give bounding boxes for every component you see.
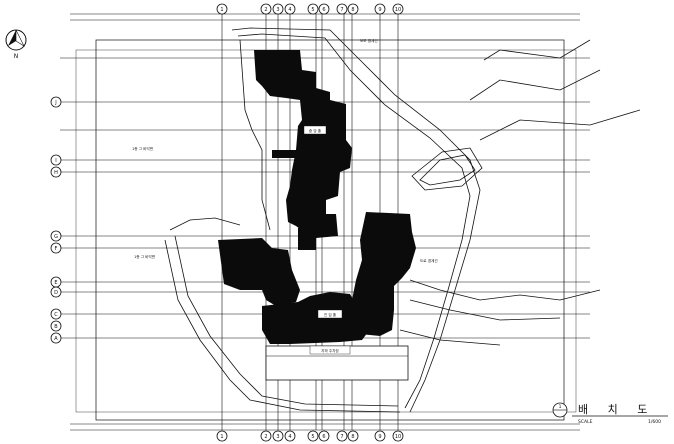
svg-text:9: 9	[378, 434, 381, 440]
svg-text:I: I	[55, 158, 56, 164]
east-wing	[352, 212, 416, 336]
grid-bubble-top-5: 5	[307, 3, 319, 15]
svg-text:F: F	[55, 246, 58, 252]
annotation-floor-1: 1층 그 바닥면	[132, 146, 153, 151]
grid-bubble-bottom-7: 7	[336, 430, 348, 442]
grid-bubble-bottom-3: 3	[272, 430, 284, 442]
scale-label: SCALE	[578, 419, 593, 425]
north-arrow-icon: N	[5, 29, 27, 60]
svg-text:2: 2	[264, 7, 267, 13]
svg-text:C: C	[54, 312, 58, 318]
svg-text:8: 8	[351, 434, 354, 440]
grid-bubble-top-9: 9	[374, 3, 386, 15]
detail-number: 1	[559, 404, 562, 410]
title-block: 1 배 치 도 SCALE 1/600	[552, 402, 668, 425]
svg-text:G: G	[54, 234, 58, 240]
grid-bubble-left-H: H	[50, 166, 62, 178]
svg-text:10: 10	[395, 434, 401, 440]
annotations: 1층 그 바닥면 1층 그 바닥면 보도 경계선 도로 경계선	[132, 38, 438, 263]
svg-text:J: J	[54, 100, 56, 106]
grid-bubble-left-J: J	[50, 96, 62, 108]
grid-bubble-bottom-1: 1	[216, 430, 228, 442]
grid-bubble-left-A: A	[50, 332, 62, 344]
grid-bubble-top-8: 8	[347, 3, 359, 15]
svg-text:4: 4	[288, 7, 291, 13]
grid-bubble-top-3: 3	[272, 3, 284, 15]
top-grid-bubbles: 1 2 3 4 5 6 7 8 9 10	[216, 3, 404, 15]
grid-bubble-top-2: 2	[260, 3, 272, 15]
svg-text:8: 8	[351, 7, 354, 13]
svg-text:6: 6	[322, 434, 325, 440]
annotation-road: 도로 경계선	[420, 258, 438, 263]
svg-text:9: 9	[378, 7, 381, 13]
north-label: N	[14, 53, 19, 60]
label-parking: 지하 주차장	[321, 348, 339, 353]
svg-text:1: 1	[220, 7, 223, 13]
drawing-title: 배 치 도	[578, 403, 655, 416]
boundary-frame	[70, 13, 580, 431]
svg-text:A: A	[54, 336, 58, 342]
grid-bubble-top-7: 7	[336, 3, 348, 15]
grid-bubble-left-G: G	[50, 230, 62, 242]
svg-text:1: 1	[220, 434, 223, 440]
building-labels: 중 앙 홀 진 입 홀 지하 주차장	[303, 125, 351, 355]
grid-bubble-bottom-2: 2	[260, 430, 272, 442]
svg-text:6: 6	[322, 7, 325, 13]
grid-bubble-left-F: F	[50, 242, 62, 254]
svg-text:E: E	[54, 280, 57, 286]
grid-bubble-bottom-9: 9	[374, 430, 386, 442]
svg-text:5: 5	[311, 434, 314, 440]
svg-text:B: B	[54, 324, 58, 330]
grid-bubble-left-D: D	[50, 286, 62, 298]
scale-value: 1/600	[648, 419, 661, 425]
grid-bubble-top-4: 4	[284, 3, 296, 15]
bottom-grid-bubbles: 1 2 3 4 5 6 7 8 9 10	[216, 430, 404, 442]
grid-bubble-top-1: 1	[216, 3, 228, 15]
svg-text:5: 5	[311, 7, 314, 13]
svg-text:10: 10	[395, 7, 401, 13]
central-hall	[262, 292, 368, 344]
left-grid-bubbles: J I H G F E D C B A	[50, 96, 62, 344]
grid-bubble-left-E: E	[50, 276, 62, 288]
svg-text:3: 3	[276, 7, 279, 13]
building-footprint	[218, 50, 416, 344]
site-contours	[164, 27, 641, 413]
grid-bubble-top-6: 6	[318, 3, 330, 15]
grid-bubble-bottom-4: 4	[284, 430, 296, 442]
grid-bubble-left-C: C	[50, 308, 62, 320]
svg-text:7: 7	[340, 7, 343, 13]
west-wing	[218, 238, 300, 306]
svg-text:4: 4	[288, 434, 291, 440]
grid-bubble-bottom-10: 10	[392, 430, 404, 442]
svg-text:3: 3	[276, 434, 279, 440]
grid-bubble-bottom-6: 6	[318, 430, 330, 442]
svg-text:H: H	[54, 170, 58, 176]
grid-bubble-bottom-5: 5	[307, 430, 319, 442]
north-wing	[254, 50, 352, 238]
grid-bubble-left-B: B	[50, 320, 62, 332]
annotation-sidewalk: 보도 경계선	[360, 38, 378, 43]
svg-text:D: D	[54, 290, 58, 296]
annotation-floor-2: 1층 그 바닥면	[134, 254, 155, 259]
svg-text:2: 2	[264, 434, 267, 440]
grid-bubble-bottom-8: 8	[347, 430, 359, 442]
label-entry-hall: 진 입 홀	[324, 312, 337, 317]
grid-bubble-left-I: I	[50, 154, 62, 166]
label-central-hall: 중 앙 홀	[309, 128, 322, 133]
svg-text:7: 7	[340, 434, 343, 440]
grid-bubble-top-10: 10	[392, 3, 404, 15]
